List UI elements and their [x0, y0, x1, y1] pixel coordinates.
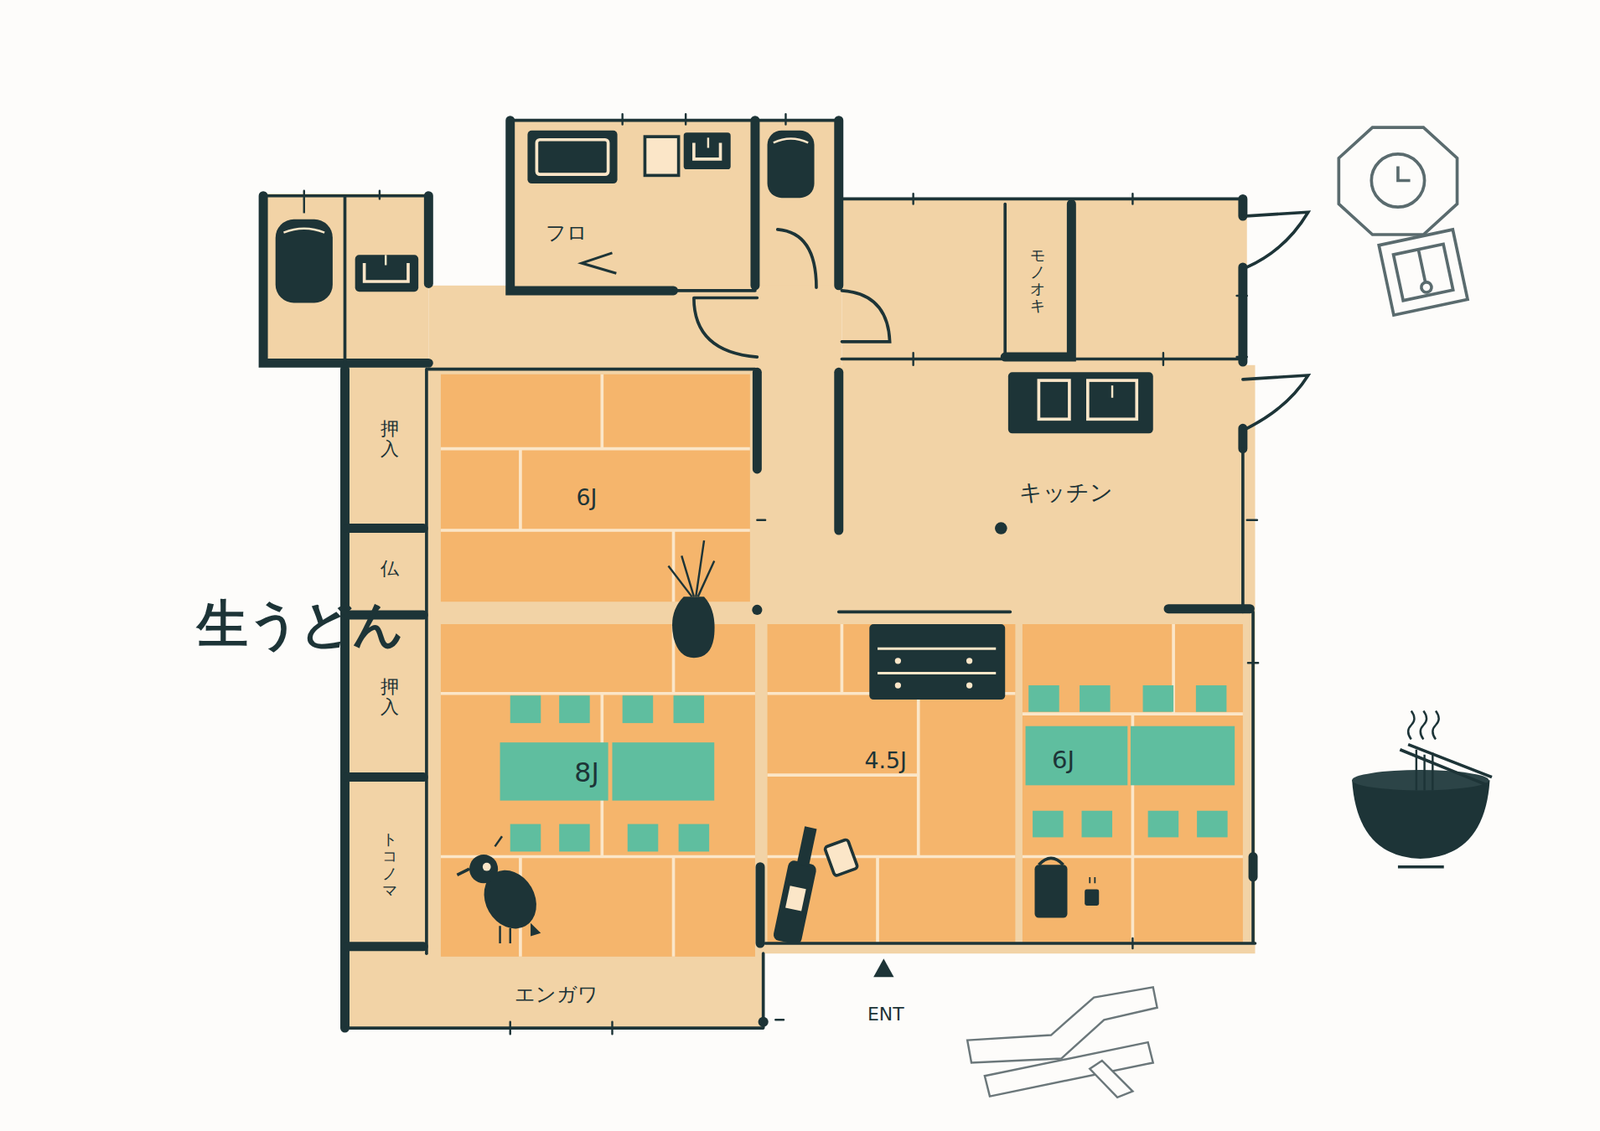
room-label: 押入 [380, 418, 399, 459]
wall-ticks [304, 113, 1259, 1035]
room-label: 6J [1051, 745, 1075, 775]
room-label: 6J [576, 483, 598, 510]
room-label: キッチン [1019, 477, 1114, 508]
clock-drawing [1338, 127, 1468, 316]
room-label: エンガワ [514, 981, 599, 1009]
fixtures [275, 130, 1154, 535]
tatami-room: 8J [440, 624, 756, 958]
bath-room: フロ [510, 188, 756, 291]
shop-sign-text: 生うどん [196, 596, 249, 653]
tatami-room: 6J [440, 374, 751, 602]
closet: 押入 [348, 371, 427, 527]
storage-room: モノオキ [1007, 203, 1071, 358]
veranda: エンガワ [348, 958, 761, 1026]
furniture [456, 540, 1235, 978]
room-label: モノオキ [1030, 247, 1046, 315]
room-label: トコノマ [382, 831, 398, 899]
floor-ground [263, 120, 1255, 1029]
room-label: 8J [574, 757, 599, 788]
walls [263, 113, 1309, 1035]
room-label: 仏 [380, 559, 399, 580]
room-label: 押入 [380, 676, 399, 717]
tatami-room: 4.5J [767, 624, 1016, 944]
tatami-room: 6J [1022, 624, 1243, 944]
kitchen-room: キッチン [841, 362, 1243, 612]
tokonoma-alcove: トコノマ [348, 780, 427, 944]
room-label: 4.5J [864, 747, 907, 774]
altar-alcove: 仏 [348, 530, 427, 615]
room-label: フロ [545, 219, 588, 247]
udon-bowl-drawing [1351, 710, 1492, 867]
closet: 押入 [348, 617, 427, 777]
entrance-label: ENT [867, 1004, 905, 1026]
wood-drawing [967, 987, 1157, 1098]
